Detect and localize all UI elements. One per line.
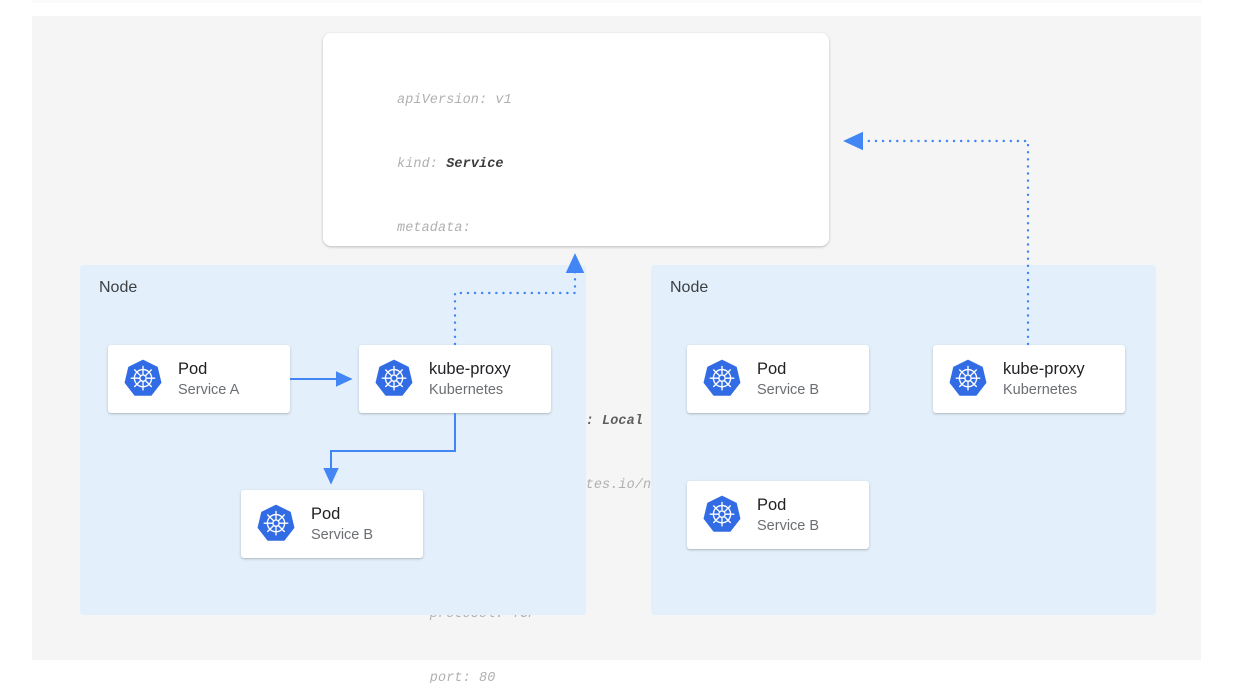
node-label-right: Node [670, 279, 709, 296]
kubernetes-logo-icon [257, 504, 295, 541]
card-text-pod-a: Pod Service A [178, 359, 239, 400]
card-kube-proxy-left[interactable]: kube-proxy Kubernetes [359, 345, 551, 413]
kubernetes-logo-icon [703, 359, 741, 396]
card-subtitle: Kubernetes [429, 381, 504, 398]
card-text-pod-b-left: Pod Service B [311, 504, 373, 545]
card-text-kube-proxy-right: kube-proxy Kubernetes [1003, 359, 1085, 400]
card-title: kube-proxy [429, 359, 511, 378]
node-panel-left: Node [80, 265, 586, 615]
card-text-pod-b-right-2: Pod Service B [757, 495, 819, 536]
yaml-kind-value: Service [446, 157, 504, 173]
diagram-canvas: apiVersion: v1 kind: Service metadata: n… [32, 16, 1201, 683]
card-pod-service-b-left[interactable]: Pod Service B [241, 490, 423, 558]
yaml-line-apiversion: apiVersion: v1 [397, 92, 512, 108]
card-pod-service-a[interactable]: Pod Service A [108, 345, 290, 413]
kubernetes-logo-icon [703, 495, 741, 532]
node-panel-right: Node [651, 265, 1156, 615]
yaml-line-metadata: metadata: [397, 221, 471, 237]
yaml-line-kind: kind: Service [397, 157, 504, 173]
card-subtitle: Service B [311, 526, 374, 543]
card-title: Pod [311, 504, 341, 523]
top-divider [32, 0, 1202, 3]
card-pod-service-b-right-2[interactable]: Pod Service B [687, 481, 869, 549]
card-title: Pod [757, 495, 787, 514]
card-subtitle: Kubernetes [1003, 381, 1078, 398]
card-title: Pod [178, 359, 208, 378]
card-subtitle: Service B [757, 517, 820, 534]
node-label-left: Node [99, 279, 138, 296]
yaml-line-port: port: 80 [397, 670, 496, 683]
card-title: kube-proxy [1003, 359, 1085, 378]
card-text-pod-b-right-1: Pod Service B [757, 359, 819, 400]
card-subtitle: Service A [178, 381, 240, 398]
card-title: Pod [757, 359, 787, 378]
card-subtitle: Service B [757, 381, 820, 398]
kubernetes-logo-icon [949, 359, 987, 396]
kubernetes-logo-icon [124, 359, 162, 396]
card-text-kube-proxy-left: kube-proxy Kubernetes [429, 359, 511, 400]
kubernetes-logo-icon [375, 359, 413, 396]
service-manifest-card: apiVersion: v1 kind: Service metadata: n… [323, 33, 829, 683]
card-pod-service-b-right-1[interactable]: Pod Service B [687, 345, 869, 413]
card-kube-proxy-right[interactable]: kube-proxy Kubernetes [933, 345, 1125, 413]
